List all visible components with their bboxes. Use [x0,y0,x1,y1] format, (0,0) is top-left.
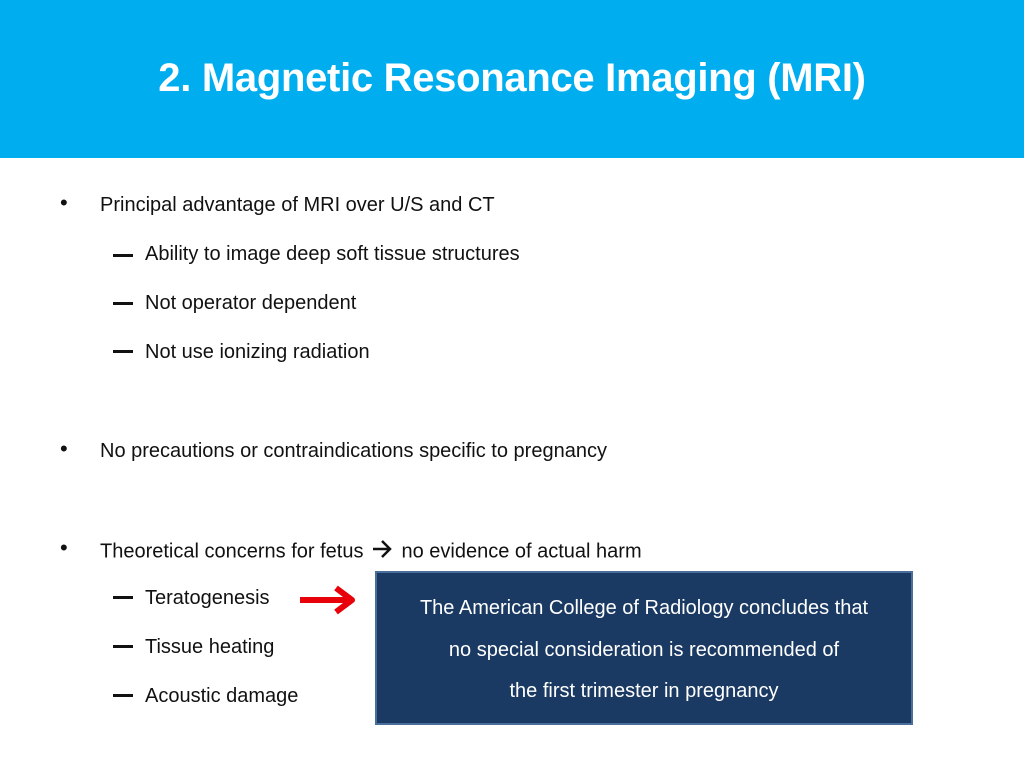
sub-bullet-text: Teratogenesis [145,587,270,609]
dash-icon [113,254,133,257]
bullet-text-continued: no evidence of actual harm [401,540,642,563]
callout-line: no special consideration is recommended … [448,639,840,661]
callout-line: The American College of Radiology conclu… [419,597,869,619]
bullet-text: No precautions or contraindications spec… [100,440,607,462]
title-banner: 2. Magnetic Resonance Imaging (MRI) [0,0,1024,158]
dash-icon [113,350,133,353]
sub-bullet-text: Ability to image deep soft tissue struct… [145,243,520,265]
dash-icon [113,645,133,648]
sub-bullet-text: Not use ionizing radiation [145,341,370,363]
right-arrow-icon [371,539,393,565]
dash-icon [113,596,133,599]
bullet-text: Theoretical concerns for fetus [100,540,364,563]
red-arrow-icon [298,585,358,620]
sub-bullet-text: Tissue heating [145,636,275,658]
sub-bullet-text: Not operator dependent [145,292,357,314]
bullet-icon: • [60,535,68,560]
dash-icon [113,694,133,697]
slide-title: 2. Magnetic Resonance Imaging (MRI) [158,56,866,100]
callout-box: The American College of Radiology conclu… [375,571,913,725]
dash-icon [113,302,133,305]
sub-bullet-text: Acoustic damage [145,685,299,707]
bullet-icon: • [60,190,68,215]
bullet-icon: • [60,436,68,461]
callout-line: the first trimester in pregnancy [509,680,779,702]
bullet-text-row: Theoretical concerns for fetus no evidenc… [100,539,642,565]
bullet-text: Principal advantage of MRI over U/S and … [100,194,495,216]
